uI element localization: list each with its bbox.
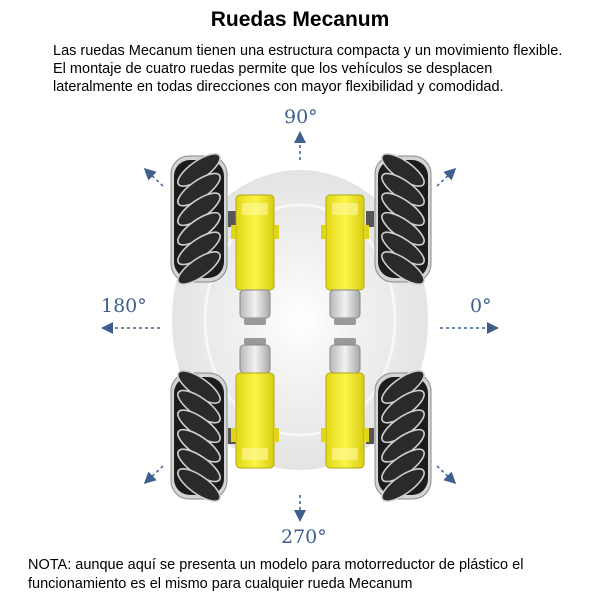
motor-rear-left [231,338,279,469]
intro-line: lateralmente en todas direcciones con ma… [53,79,504,95]
roller [381,468,425,502]
arrow-up-right [436,167,457,187]
direction-label-0: 0° [470,295,492,317]
background-ring [203,203,397,437]
motor-front-left [231,194,279,325]
intro-line: Las ruedas Mecanum tienen una estructura… [53,43,563,59]
direction-arrows [101,131,499,522]
page-title: Ruedas Mecanum [210,8,390,31]
direction-label-270: 270° [281,526,327,548]
arrow-down-left [143,465,164,485]
intro-line: El montaje de cuatro ruedas permite que … [53,61,493,77]
roller [177,468,221,502]
direction-label-180: 180° [101,295,147,317]
wheel-rear-right [366,370,432,502]
direction-label-90: 90° [284,106,318,128]
roller [381,251,425,285]
motor-front-right [321,194,369,325]
wheel-front-right [366,153,432,285]
roller [177,251,221,285]
note-line: NOTA: aunque aquí se presenta un modelo … [28,557,524,573]
note-paragraph: NOTA: aunque aquí se presenta un modelo … [28,556,593,594]
arrow-up-left [143,167,164,187]
wheel-rear-left [170,370,236,502]
intro-paragraph: Las ruedas Mecanum tienen una estructura… [53,42,583,96]
arrow-down-right [436,465,457,485]
wheel-front-left [170,153,236,285]
motor-rear-right [321,338,369,469]
note-line: funcionamiento es el mismo para cualquie… [28,576,413,592]
